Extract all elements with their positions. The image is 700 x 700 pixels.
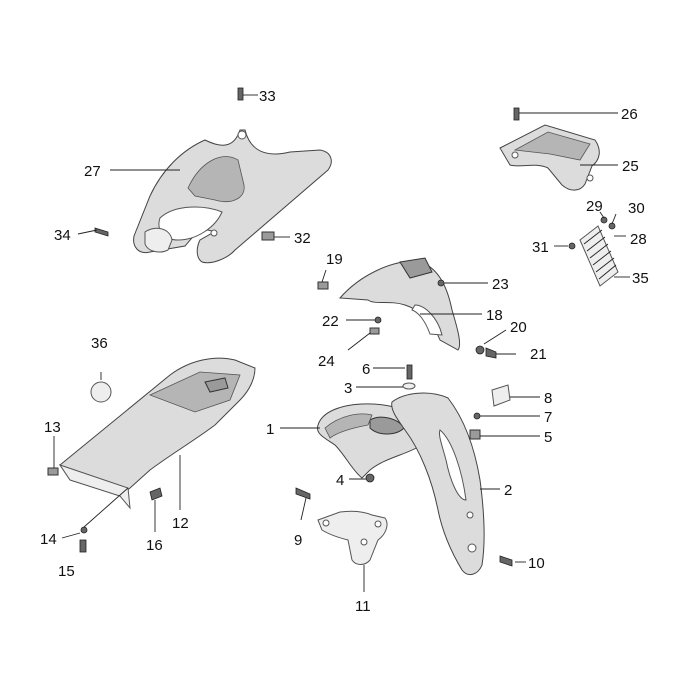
rear-mudguard[interactable] (338, 257, 461, 351)
label-27: 27 (84, 163, 101, 180)
screw-33[interactable] (237, 87, 244, 101)
label-34: 34 (54, 227, 71, 244)
label-9: 9 (294, 532, 302, 549)
screw-34[interactable] (94, 227, 109, 237)
bracket[interactable] (317, 510, 388, 565)
label-10: 10 (528, 555, 545, 572)
label-8: 8 (544, 390, 552, 407)
label-19: 19 (326, 251, 343, 268)
clip-19[interactable] (317, 281, 329, 290)
label-29: 29 (586, 198, 603, 215)
nut-4[interactable] (365, 473, 375, 483)
label-18: 18 (486, 307, 503, 324)
screw-23[interactable] (437, 279, 445, 287)
label-16: 16 (146, 537, 163, 554)
screw-21[interactable] (485, 347, 497, 359)
clip-32[interactable] (261, 231, 275, 241)
label-6: 6 (362, 361, 370, 378)
screw-26[interactable] (513, 107, 520, 121)
screw-16[interactable] (149, 487, 163, 501)
label-20: 20 (510, 319, 527, 336)
label-7: 7 (544, 409, 552, 426)
clip-31[interactable] (568, 242, 576, 250)
label-3: 3 (344, 380, 352, 397)
washer-3[interactable] (402, 382, 416, 390)
label-13: 13 (44, 419, 61, 436)
label-2: 2 (504, 482, 512, 499)
label-32: 32 (294, 230, 311, 247)
clip-13[interactable] (47, 467, 59, 476)
clip-29[interactable] (600, 216, 608, 224)
cap-36[interactable] (90, 381, 112, 403)
label-23: 23 (492, 276, 509, 293)
label-4: 4 (336, 472, 344, 489)
label-36: 36 (91, 335, 108, 352)
rear-body-cover[interactable] (133, 129, 332, 264)
clip-8[interactable] (491, 384, 511, 407)
label-30: 30 (628, 200, 645, 217)
grille[interactable] (579, 225, 619, 287)
leader-lines (53, 94, 630, 592)
label-11: 11 (355, 598, 371, 615)
washer-14[interactable] (80, 526, 88, 534)
label-35: 35 (632, 270, 649, 287)
screw-9[interactable] (295, 487, 311, 500)
screw-15[interactable] (79, 539, 87, 553)
clip-5[interactable] (469, 429, 481, 440)
screw-6[interactable] (406, 364, 413, 380)
label-15: 15 (58, 563, 75, 580)
screw-22[interactable] (374, 316, 382, 324)
washer-20[interactable] (475, 345, 485, 355)
label-31: 31 (532, 239, 549, 256)
label-12: 12 (172, 515, 189, 532)
label-26: 26 (621, 106, 638, 123)
part-labels: 33 27 34 32 26 25 29 30 28 31 35 19 23 1… (40, 88, 649, 615)
washer-7[interactable] (473, 412, 481, 420)
label-1: 1 (266, 421, 274, 438)
top-cover[interactable] (499, 124, 600, 191)
label-14: 14 (40, 531, 57, 548)
label-25: 25 (622, 158, 639, 175)
underbody-cover[interactable] (58, 357, 256, 510)
label-22: 22 (322, 313, 339, 330)
label-28: 28 (630, 231, 647, 248)
label-5: 5 (544, 429, 552, 446)
screw-10[interactable] (499, 555, 513, 567)
clip-24[interactable] (369, 327, 380, 335)
label-33: 33 (259, 88, 276, 105)
fork-cover[interactable] (391, 392, 485, 576)
label-21: 21 (530, 346, 547, 363)
label-24: 24 (318, 353, 335, 370)
